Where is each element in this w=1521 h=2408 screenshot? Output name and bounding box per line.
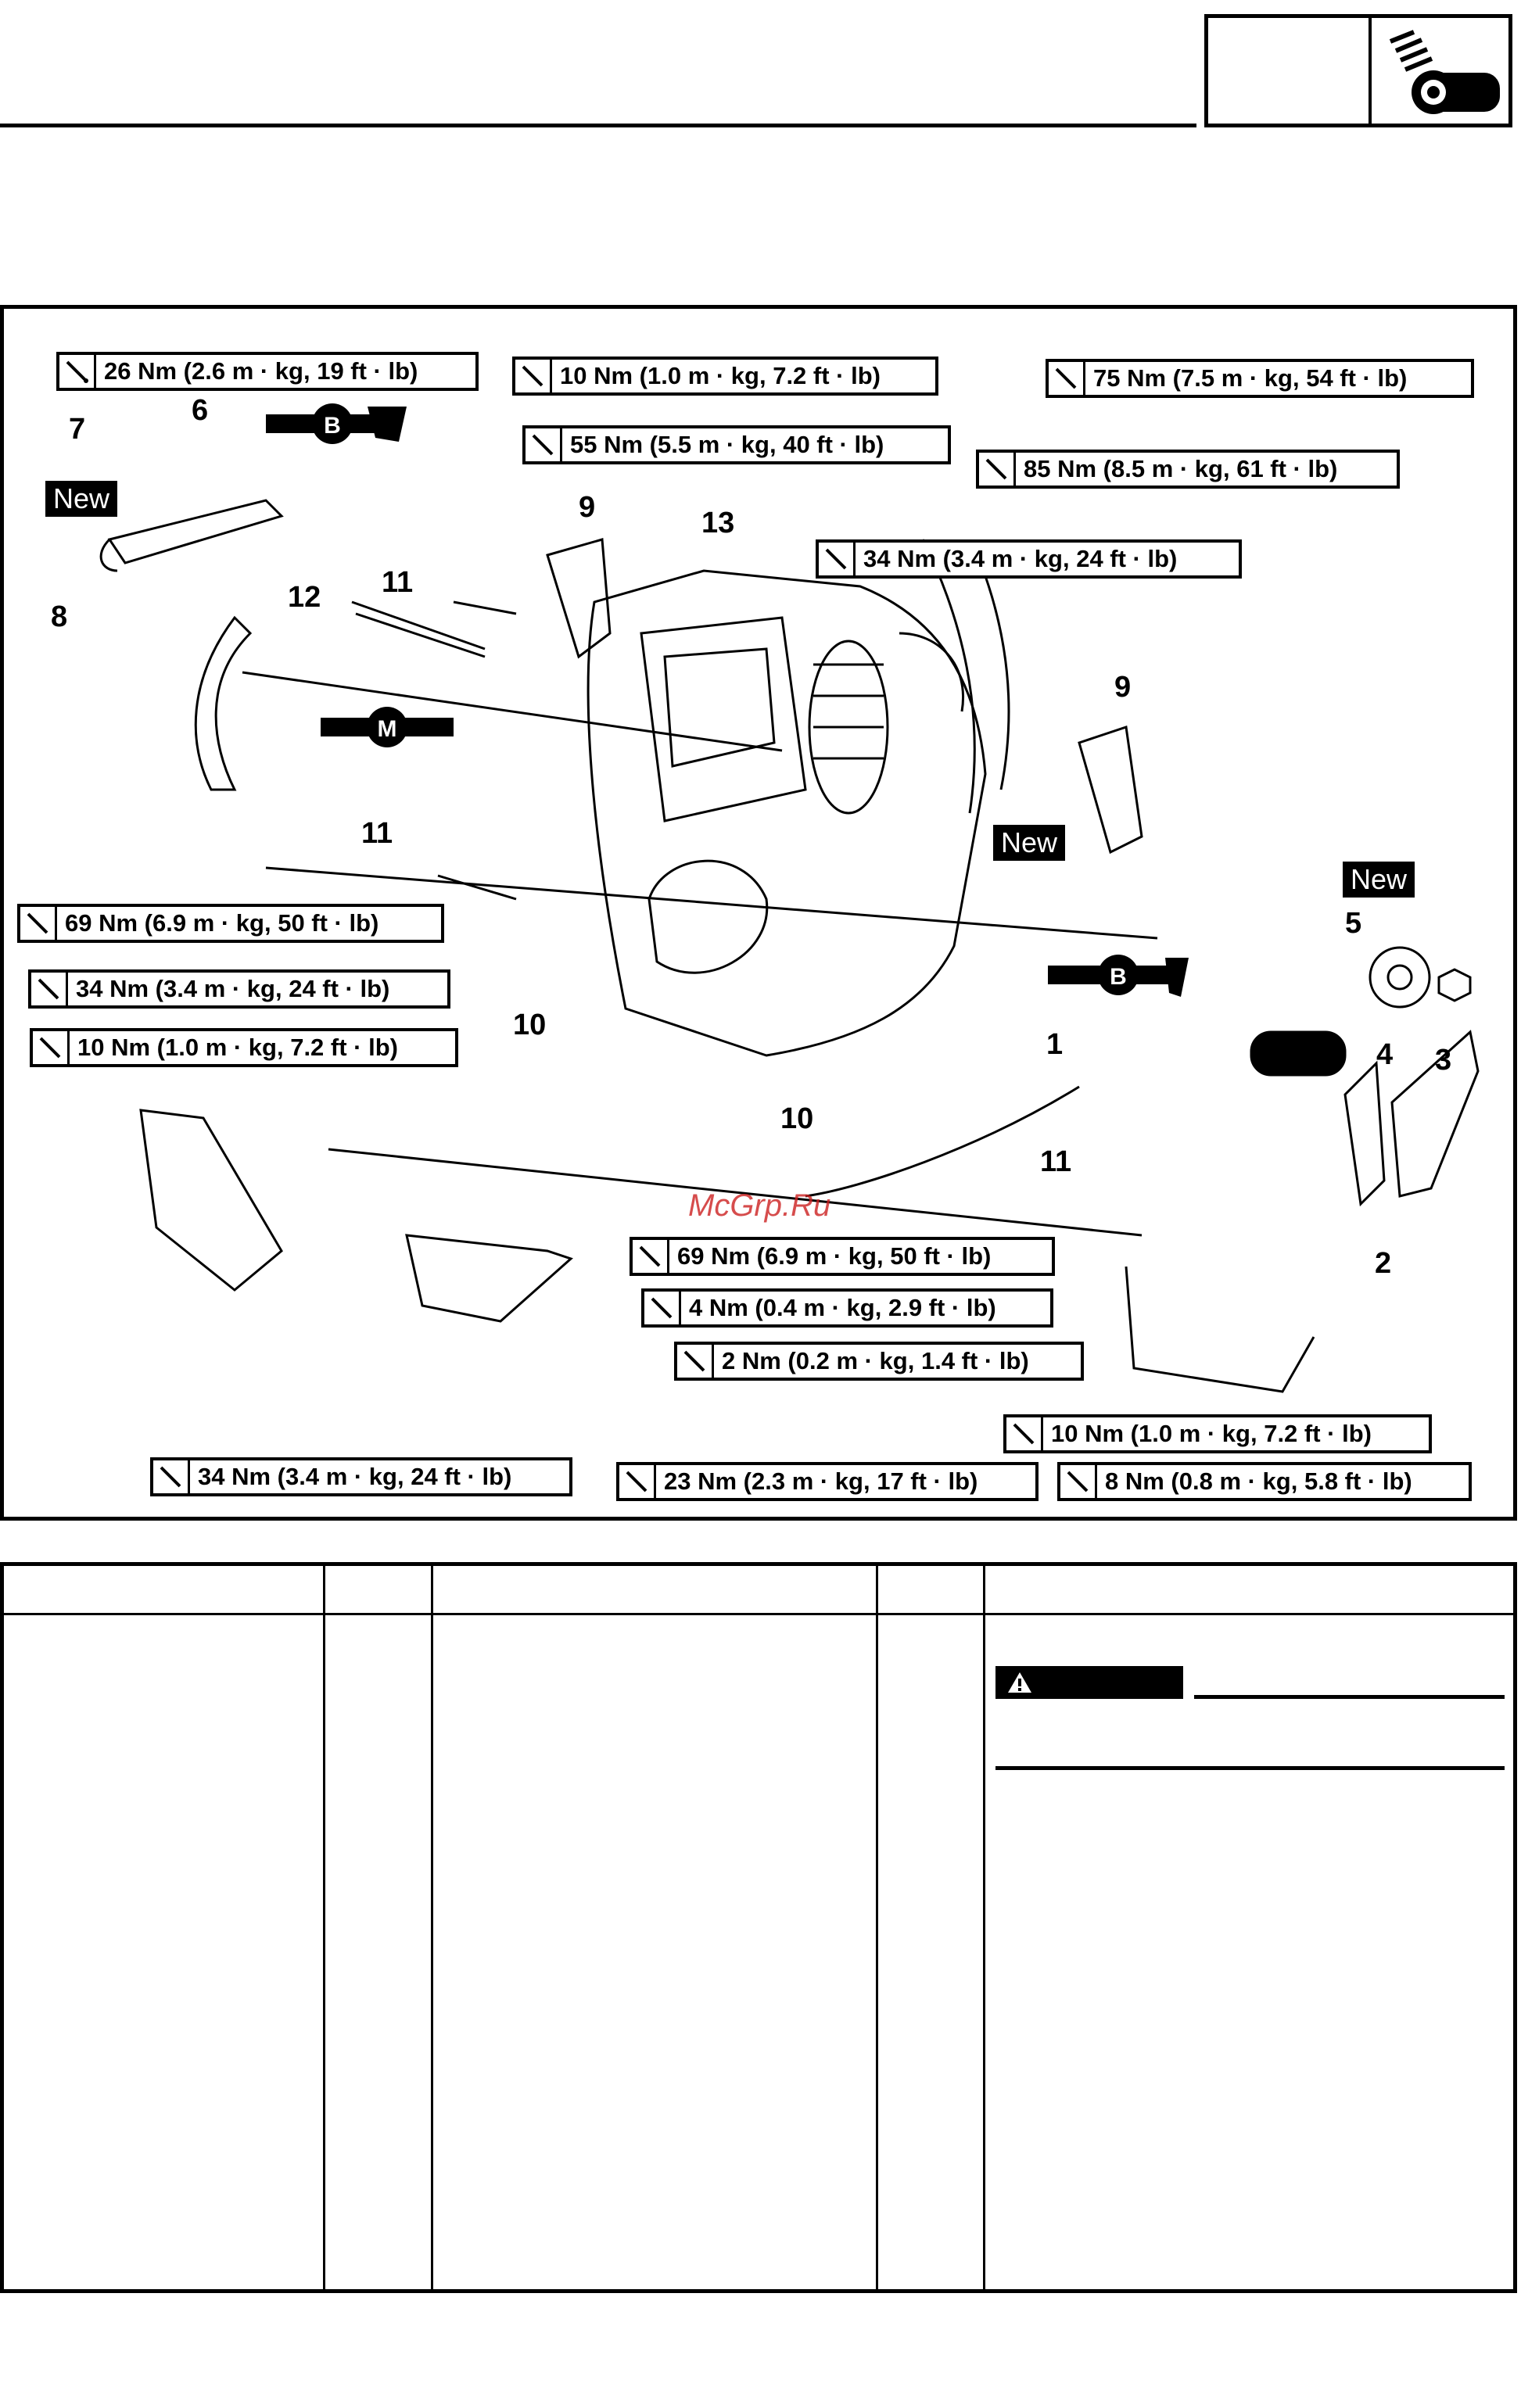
torque-wrench-icon: [1006, 1417, 1043, 1450]
callout-6: 6: [192, 394, 209, 427]
torque-box-23nm: 23 Nm (2.3 m · kg, 17 ft · lb): [616, 1462, 1039, 1501]
callout-10-left: 10: [513, 1009, 547, 1041]
torque-wrench-icon: [526, 428, 562, 461]
callout-11-center: 11: [1040, 1145, 1072, 1178]
callout-11-left: 11: [361, 817, 393, 850]
torque-wrench-icon: [31, 973, 68, 1005]
lube-letter-b: B: [324, 413, 341, 439]
torque-box-34nm-bottom: 34 Nm (3.4 m · kg, 24 ft · lb): [150, 1457, 572, 1496]
torque-box-34nm-top: 34 Nm (3.4 m · kg, 24 ft · lb): [816, 539, 1242, 579]
watermark: McGrp.Ru: [688, 1188, 831, 1223]
callout-7: 7: [69, 413, 86, 446]
torque-wrench-icon: [20, 907, 57, 940]
callout-2: 2: [1375, 1247, 1392, 1280]
new-tag-left: New: [45, 481, 118, 517]
torque-wrench-icon: [33, 1031, 70, 1064]
torque-wrench-icon: [633, 1240, 669, 1273]
diagram-frame: [0, 305, 1517, 1521]
procedure-table: [0, 1562, 1517, 2293]
torque-wrench-icon: [979, 453, 1016, 486]
callout-5: 5: [1345, 907, 1362, 940]
svg-text:B: B: [1110, 964, 1127, 990]
callout-9-top: 9: [579, 491, 596, 524]
torque-box-69nm-center: 69 Nm (6.9 m · kg, 50 ft · lb): [630, 1237, 1055, 1276]
callout-10-center: 10: [780, 1102, 814, 1135]
new-tag-right: New: [1343, 862, 1415, 898]
torque-wrench-icon: [819, 543, 856, 575]
torque-box-69nm-left: 69 Nm (6.9 m · kg, 50 ft · lb): [17, 904, 444, 943]
torque-box-34nm-left: 34 Nm (3.4 m · kg, 24 ft · lb): [28, 969, 450, 1009]
torque-box-4nm: 4 Nm (0.4 m · kg, 2.9 ft · lb): [641, 1288, 1053, 1328]
callout-4: 4: [1376, 1038, 1394, 1071]
header-box: [1204, 14, 1512, 127]
exploded-diagram: B M B: [99, 403, 1480, 1393]
torque-box-55nm: 55 Nm (5.5 m · kg, 40 ft · lb): [522, 425, 951, 464]
lube-badge-b-top: B: [266, 403, 407, 444]
torque-box-75nm: 75 Nm (7.5 m · kg, 54 ft · lb): [1046, 359, 1474, 398]
torque-wrench-icon: [644, 1292, 681, 1324]
table-header-rule: [4, 1613, 1513, 1615]
torque-wrench-icon: [1060, 1465, 1097, 1498]
engine-bolt-icon: [1379, 26, 1508, 120]
warning-rule-top: [1194, 1695, 1505, 1699]
callout-3: 3: [1435, 1044, 1452, 1077]
header-rule: [0, 124, 1196, 127]
lube-badge-m: M: [321, 707, 454, 747]
torque-box-85nm: 85 Nm (8.5 m · kg, 61 ft · lb): [976, 450, 1400, 489]
torque-box-10nm-top: 10 Nm (1.0 m · kg, 7.2 ft · lb): [512, 357, 938, 396]
callout-12: 12: [288, 581, 321, 614]
torque-wrench-icon: [619, 1465, 656, 1498]
torque-box-10nm-left: 10 Nm (1.0 m · kg, 7.2 ft · lb): [30, 1028, 458, 1067]
warning-icon: [1008, 1672, 1031, 1693]
torque-wrench-icon: [515, 360, 552, 392]
torque-wrench-icon: [1049, 362, 1085, 395]
callout-13: 13: [701, 507, 735, 539]
callout-9-right: 9: [1114, 671, 1132, 704]
lube-badge-b-mid: B: [1048, 955, 1189, 997]
svg-text:M: M: [378, 716, 397, 742]
torque-wrench-icon: [153, 1460, 190, 1493]
torque-box-8nm: 8 Nm (0.8 m · kg, 5.8 ft · lb): [1057, 1462, 1472, 1501]
warning-bar: [995, 1666, 1183, 1699]
torque-wrench-icon: [677, 1345, 714, 1378]
warning-rule-bottom: [995, 1766, 1505, 1770]
callout-8: 8: [51, 600, 68, 633]
new-tag-center: New: [993, 825, 1066, 861]
callout-1: 1: [1046, 1028, 1064, 1061]
torque-box-10nm-bottom: 10 Nm (1.0 m · kg, 7.2 ft · lb): [1003, 1414, 1432, 1453]
callout-11-top: 11: [382, 566, 414, 599]
torque-box-26nm: 26 Nm (2.6 m · kg, 19 ft · lb): [56, 352, 479, 391]
torque-box-2nm: 2 Nm (0.2 m · kg, 1.4 ft · lb): [674, 1342, 1084, 1381]
torque-wrench-icon: [59, 355, 96, 388]
